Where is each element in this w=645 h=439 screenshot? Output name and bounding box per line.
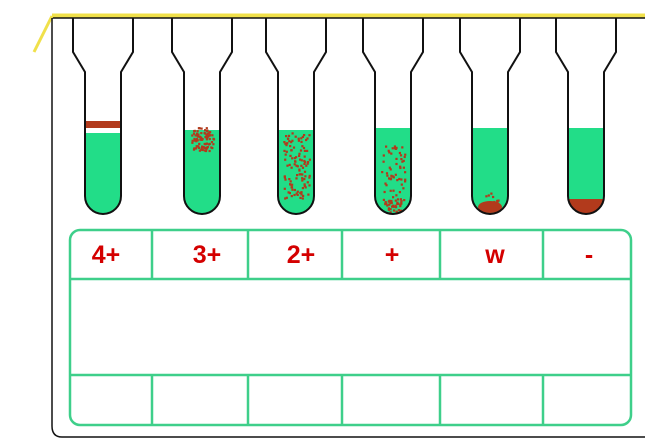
- result-table-border: [68, 228, 633, 427]
- tube-outline: [72, 18, 134, 215]
- microtube: [171, 18, 233, 215]
- microtube: [72, 18, 134, 215]
- microtube: [265, 18, 327, 215]
- gel-column: [278, 130, 314, 214]
- gel-column: [472, 128, 508, 214]
- agglutinated-cells: [191, 127, 216, 153]
- tube-outline: [265, 18, 327, 215]
- grade-labels: 4+ 3+ 2+ + w -: [92, 241, 593, 269]
- microtube: [362, 18, 424, 215]
- grade-label: 4+: [92, 241, 121, 269]
- microtube: [459, 18, 521, 215]
- tube-outline: [362, 18, 424, 215]
- tube-outline: [459, 18, 521, 215]
- agglutinated-cells: [568, 199, 604, 214]
- table-column-dividers: [150, 230, 545, 425]
- grade-label: 3+: [193, 241, 222, 269]
- grade-label: 2+: [287, 241, 316, 269]
- frame-left-edge: [51, 18, 645, 438]
- grade-label: +: [385, 241, 400, 269]
- agglutinated-cells: [381, 145, 407, 214]
- agglutinated-cells: [283, 132, 311, 200]
- grade-label: -: [585, 241, 593, 269]
- gel-column: [85, 133, 121, 214]
- grade-label: w: [484, 241, 505, 269]
- frame-left-diagonal: [32, 15, 54, 53]
- microtube: [555, 18, 617, 215]
- microtube-row: [72, 18, 617, 215]
- gel-column: [184, 130, 220, 214]
- tube-outline: [555, 18, 617, 215]
- card-frame: [32, 13, 645, 438]
- agglutinated-cells: [478, 192, 502, 213]
- result-table: 4+ 3+ 2+ + w -: [68, 228, 633, 427]
- tube-outline: [171, 18, 233, 215]
- agglutinated-cells: [85, 121, 121, 128]
